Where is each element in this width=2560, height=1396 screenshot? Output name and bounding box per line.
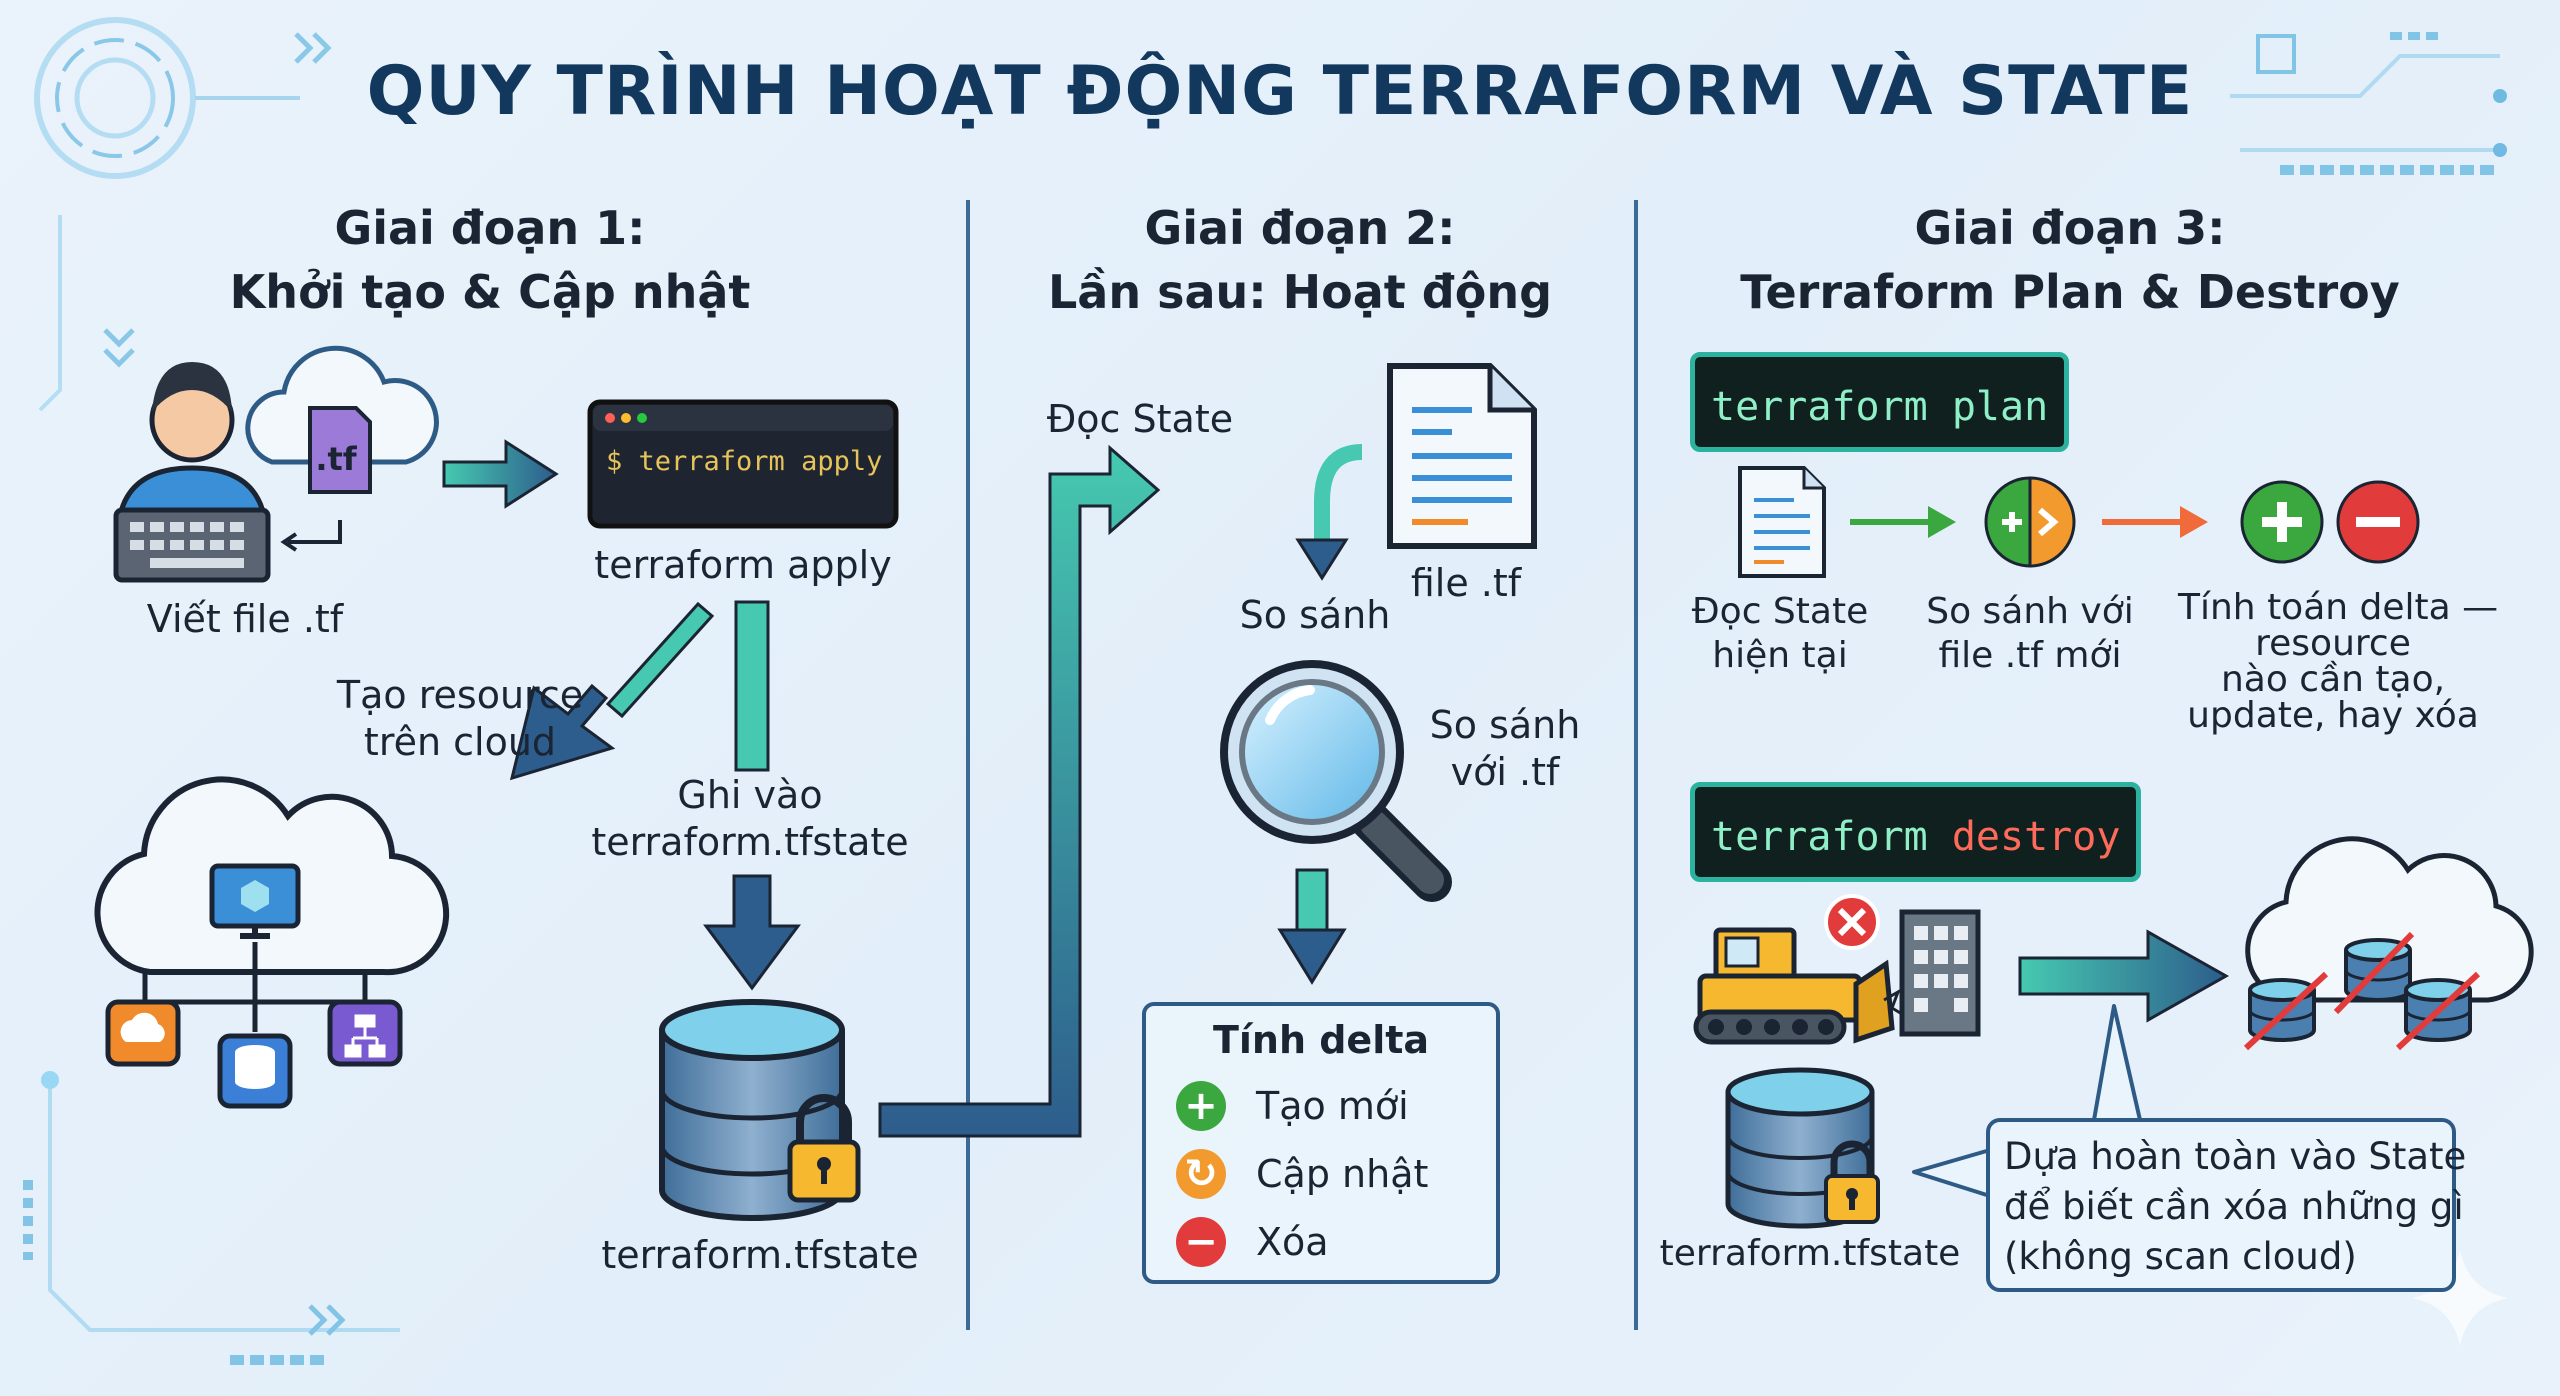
delta-item-update: ↻ Cập nhật: [1176, 1144, 1428, 1204]
create-resource-line-1: Tạo resource: [336, 673, 584, 717]
tf-badge: .tf: [315, 440, 357, 478]
callout-pointer: [2092, 1004, 2142, 1122]
tf-cloud-icon: [245, 345, 439, 552]
arrow-to-delta-head: [1277, 928, 1347, 985]
arrow-to-state-head: [703, 874, 801, 991]
write-file-label: Viết file .tf: [146, 597, 344, 641]
tf-file-icon: [1387, 363, 1537, 549]
curved-compare-arrow: [1314, 444, 1363, 542]
compare-with-line-1: So sánh: [1429, 703, 1581, 747]
arrow-to-terminal: [442, 439, 559, 509]
plan-step-3-label: Tính toán delta — resource nào cần tạo, …: [2178, 587, 2499, 736]
state-file-label: terraform.tfstate: [601, 1233, 919, 1277]
developer-icon: [113, 362, 271, 583]
stage-2-heading-line-2: Lần sau: Hoạt động: [1047, 265, 1553, 319]
stage-3-heading-line-2: Terraform Plan & Destroy: [1740, 265, 2400, 319]
stage-3-heading-line-1: Giai đoạn 3:: [1914, 201, 2226, 255]
read-state-label: Đọc State: [1046, 397, 1234, 441]
callout-line-2: để biết cần xóa những gì: [2004, 1185, 2464, 1228]
plan-step-2-line-1: So sánh với: [1926, 591, 2134, 632]
compare-with-line-2: với .tf: [1450, 750, 1560, 794]
curved-compare-arrow-head: [1295, 538, 1349, 581]
arrow-plan-step-1-head: [1928, 506, 1956, 538]
arrow-to-delta-shaft: [1295, 868, 1329, 932]
plan-step-1-label: Đọc State hiện tại: [1680, 590, 1880, 678]
magnifier-icon: [1220, 660, 1452, 902]
plan-step-2-label: So sánh với file .tf mới: [1912, 590, 2148, 678]
bulldozer-icon: [1693, 927, 1895, 1045]
write-state-line-1: Ghi vào: [677, 773, 823, 817]
error-x-icon: [1824, 894, 1880, 950]
decor-circuit-bottom-icon: [23, 1071, 400, 1365]
stage-1-heading-line-1: Giai đoạn 1:: [334, 201, 646, 255]
state-database-destroy-icon: [1725, 1067, 1880, 1229]
destroy-callout: Dựa hoàn toàn vào State để biết cần xóa …: [1986, 1118, 2467, 1292]
plus-icon: [2240, 480, 2324, 564]
arrow-to-state-shaft: [734, 600, 770, 772]
decor-tech-ring-icon: [34, 17, 332, 412]
arrow-to-cloud-resources: [605, 601, 715, 719]
delta-label-delete: Xóa: [1256, 1220, 1329, 1264]
stage-1-heading-line-2: Khởi tạo & Cập nhật: [229, 265, 751, 319]
terminal-command: $ terraform apply: [606, 446, 883, 477]
refresh-icon: ↻: [1176, 1149, 1226, 1199]
arrow-to-cloud-resources-head: [509, 683, 616, 781]
plan-step-2-line-2: file .tf mới: [1938, 635, 2122, 676]
apply-label: terraform apply: [594, 543, 892, 587]
plus-icon: +: [1176, 1081, 1226, 1131]
compare-with-label: So sánh với .tf: [1410, 702, 1600, 796]
minus-icon: −: [1176, 1217, 1226, 1267]
plan-step-3-line-4: update, hay xóa: [2187, 695, 2479, 736]
sparkle-icon: [2412, 1250, 2508, 1346]
delta-item-create: + Tạo mới: [1176, 1076, 1409, 1136]
stage-1-heading: Giai đoạn 1: Khởi tạo & Cập nhật: [140, 196, 840, 324]
callout-line-1: Dựa hoàn toàn vào State: [2004, 1135, 2467, 1178]
arrow-destroy-to-cloud: [2018, 929, 2230, 1023]
destroy-command-part-2: destroy: [1951, 814, 2121, 860]
compare-icon: [1984, 476, 2076, 568]
destroyed-cloud-icon: [2243, 836, 2534, 1051]
file-tf-label: file .tf: [1410, 561, 1522, 605]
stage-2-heading: Giai đoạn 2: Lần sau: Hoạt động: [950, 196, 1650, 324]
create-resource-line-2: trên cloud: [363, 720, 557, 764]
minus-icon: [2336, 480, 2420, 564]
stage-3-heading: Giai đoạn 3: Terraform Plan & Destroy: [1680, 196, 2460, 324]
stage-2-heading-line-1: Giai đoạn 2:: [1144, 201, 1456, 255]
callout-pointer-left: [1912, 1148, 1992, 1198]
delta-item-delete: − Xóa: [1176, 1212, 1329, 1272]
terminal-window: [587, 399, 899, 529]
destroy-command: terraform destroy: [1690, 782, 2142, 882]
destroy-state-file-label: terraform.tfstate: [1659, 1233, 1961, 1274]
delta-label-create: Tạo mới: [1256, 1084, 1409, 1128]
compare-label: So sánh: [1239, 593, 1391, 637]
plan-step-3-line-3: nào cần tạo,: [2220, 659, 2446, 700]
plan-step-1-line-2: hiện tại: [1712, 635, 1848, 676]
create-resource-label: Tạo resource trên cloud: [300, 672, 620, 766]
delta-title: Tính delta: [1212, 1018, 1430, 1062]
plan-step-3-line-1: Tính toán delta —: [2178, 587, 2499, 628]
arrow-plan-step-2-head: [2180, 506, 2208, 538]
plan-step-3-line-2: resource: [2255, 623, 2411, 664]
write-state-line-2: terraform.tfstate: [591, 820, 909, 864]
delta-panel: Tính delta + Tạo mới ↻ Cập nhật − Xóa: [1142, 1002, 1500, 1284]
cloud-resources-icon: [94, 776, 450, 1109]
state-document-icon: [1738, 466, 1826, 578]
delta-label-update: Cập nhật: [1256, 1152, 1429, 1196]
plan-step-1-line-1: Đọc State: [1691, 591, 1869, 632]
callout-line-3: (không scan cloud): [2004, 1235, 2357, 1278]
plan-command: terraform plan: [1690, 352, 2070, 452]
destroy-command-part-1: terraform: [1711, 814, 1928, 860]
page-title: QUY TRÌNH HOẠT ĐỘNG TERRAFORM VÀ STATE: [366, 52, 2194, 131]
building-icon: [1883, 909, 1981, 1037]
decor-circuit-icon: [2230, 32, 2507, 175]
connector-stage-1-to-2: [878, 444, 1161, 1138]
write-state-label: Ghi vào terraform.tfstate: [580, 772, 920, 866]
state-database-icon: [659, 999, 861, 1221]
